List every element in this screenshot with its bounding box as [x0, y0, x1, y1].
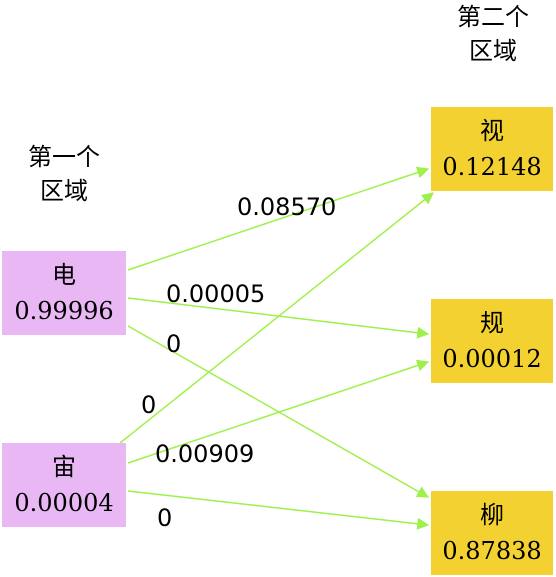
region-label-second-line1: 第二个 — [457, 3, 529, 31]
node-shi-char: 视 — [480, 117, 504, 145]
edge-zhou-liu — [127, 490, 430, 530]
node-gui-char: 规 — [480, 309, 504, 337]
node-gui-prob: 0.00012 — [442, 345, 542, 373]
node-liu-prob: 0.87838 — [442, 537, 542, 565]
region-label-second: 第二个 区域 — [438, 0, 548, 68]
edge-label-zhou-shi: 0 — [141, 391, 156, 419]
node-dian-char: 电 — [52, 261, 76, 289]
region-label-second-line2: 区域 — [469, 37, 517, 65]
node-zhou-prob: 0.00004 — [14, 489, 114, 517]
region-label-first: 第一个 区域 — [14, 140, 114, 208]
edge-label-zhou-liu: 0 — [157, 504, 172, 532]
node-zhou-char: 宙 — [52, 453, 76, 481]
node-zhou: 宙 0.00004 — [2, 443, 126, 527]
node-dian: 电 0.99996 — [2, 251, 126, 335]
region-label-first-line2: 区域 — [40, 177, 88, 205]
edge-label-dian-liu: 0 — [166, 330, 181, 358]
node-liu: 柳 0.87838 — [431, 491, 553, 575]
edge-zhou-gui — [127, 359, 430, 464]
node-dian-prob: 0.99996 — [14, 297, 114, 325]
node-gui: 规 0.00012 — [431, 299, 553, 383]
node-shi: 视 0.12148 — [431, 107, 553, 191]
node-liu-char: 柳 — [480, 501, 504, 529]
edge-zhou-shi — [119, 192, 434, 444]
edge-label-dian-gui: 0.00005 — [166, 280, 265, 308]
edge-dian-shi — [127, 166, 430, 271]
node-shi-prob: 0.12148 — [442, 153, 542, 181]
edge-label-dian-shi: 0.08570 — [237, 193, 336, 221]
region-label-first-line1: 第一个 — [28, 143, 100, 171]
edge-label-zhou-gui: 0.00909 — [155, 440, 254, 468]
edge-dian-liu — [127, 325, 430, 498]
